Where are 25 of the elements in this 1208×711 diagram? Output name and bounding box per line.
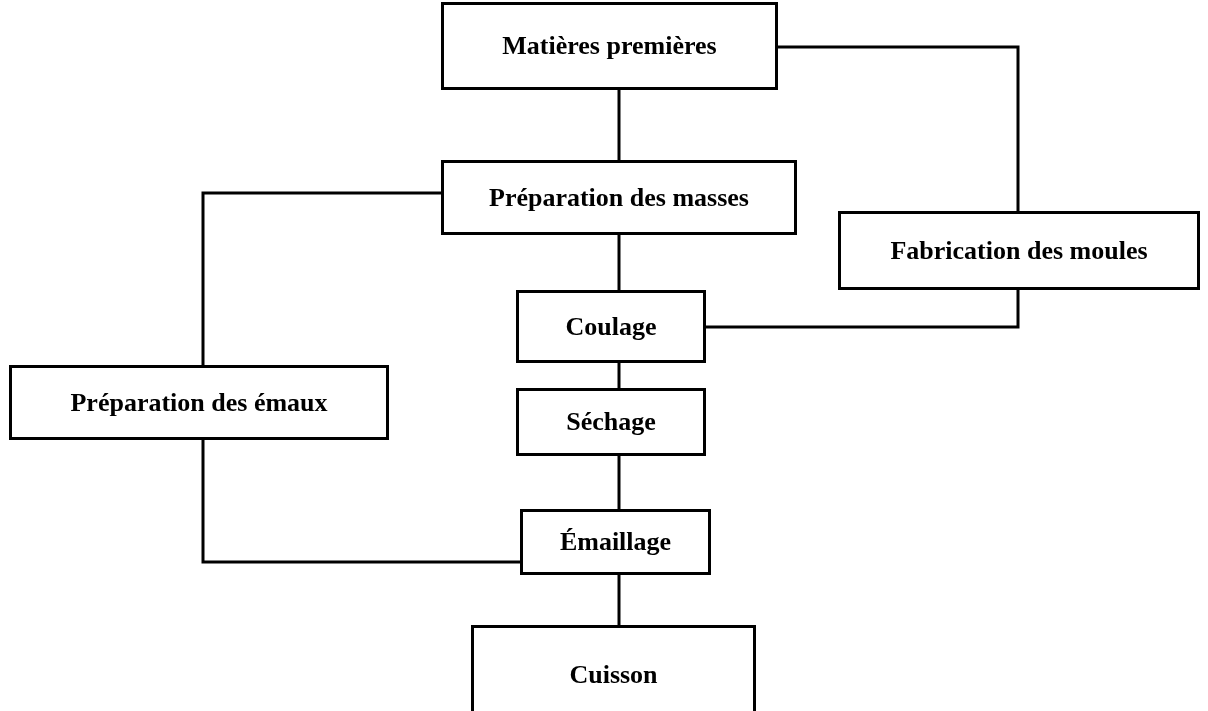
step-label: Séchage bbox=[566, 407, 656, 437]
connector-line bbox=[201, 191, 441, 365]
step-label: Coulage bbox=[565, 311, 657, 342]
process-box bbox=[9, 365, 389, 440]
connector-line bbox=[617, 90, 621, 160]
step-label: Fabrication des moules bbox=[890, 235, 1148, 266]
connector-line bbox=[201, 440, 520, 564]
process-box bbox=[838, 211, 1200, 290]
step-label: Émaillage bbox=[559, 527, 672, 557]
process-box bbox=[441, 160, 797, 235]
process-box bbox=[471, 625, 756, 711]
connector-line bbox=[706, 290, 1020, 329]
connector-line bbox=[617, 456, 621, 509]
step-label: Cuisson bbox=[569, 660, 658, 690]
process-box bbox=[516, 290, 706, 363]
process-box bbox=[520, 509, 711, 575]
connector-line bbox=[617, 363, 621, 388]
process-box bbox=[516, 388, 706, 456]
step-label: Matières premières bbox=[502, 31, 717, 61]
connector-line bbox=[617, 575, 621, 625]
step-label: Préparation des émaux bbox=[70, 387, 328, 418]
process-box bbox=[441, 2, 778, 90]
step-label: Préparation des masses bbox=[489, 182, 749, 213]
connector-line bbox=[778, 45, 1020, 211]
connector-line bbox=[617, 235, 621, 290]
